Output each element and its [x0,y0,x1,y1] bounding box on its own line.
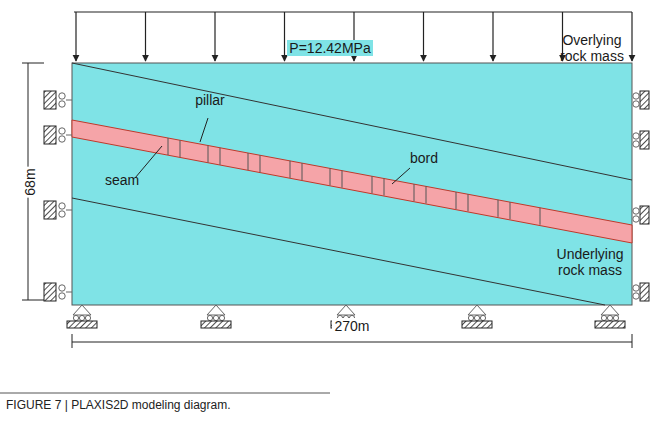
load-arrow [284,12,285,61]
pin-support [468,305,486,315]
pillar-edge [372,176,373,193]
dimension-lines [22,63,632,348]
load-line [74,11,632,12]
pillar-edge [330,168,331,185]
roller [633,208,639,214]
roller [633,216,639,222]
roller [633,101,639,107]
load-arrows [74,12,632,61]
pillar-edge [468,194,469,211]
pillar-edge [384,179,385,196]
roller [59,285,65,291]
roller [59,93,65,99]
pillar-edge [510,202,511,219]
pillar-edge [248,153,249,170]
pillar-edge [302,163,303,180]
fixed-support [44,91,56,109]
pillar-edge [180,140,181,157]
part-label: seam [105,172,139,188]
roller [633,133,639,139]
load-arrow [423,12,424,61]
pillar-lines [168,138,540,225]
region-label: Underlying rock mass [548,246,632,278]
roller [59,136,65,142]
fixed-support [67,321,97,328]
fixed-support [640,91,649,109]
pillar-edge [426,186,427,203]
pillar-edge [208,146,209,163]
roller [633,93,639,99]
figure-caption: FIGURE 7 | PLAXIS2D modeling diagram. [6,398,231,412]
roller [59,293,65,299]
coal-seam [72,120,632,243]
pillar-edge [498,200,499,217]
load-arrow [492,12,493,61]
pillar-edge [290,161,291,178]
fixed-support [595,321,625,328]
load-arrow [214,12,215,61]
fixed-support [462,321,492,328]
roller [59,128,65,134]
boundary-supports [44,91,649,328]
fixed-support [44,201,56,219]
pillar-edge [456,192,457,209]
roller [633,293,639,299]
fixed-support [640,206,649,224]
model-domain [72,63,632,305]
load-arrow [145,12,146,61]
load-label: P=12.42MPa [287,40,372,56]
dimension-label: 68m [22,166,38,197]
fixed-support [640,131,649,149]
pin-support [207,305,225,315]
roller [59,203,65,209]
pillar-edge [220,148,221,165]
roller [633,141,639,147]
pin-support [73,305,91,315]
rock-boundary [72,63,632,180]
dimension-label: 270m [332,318,371,334]
roller [59,211,65,217]
roller [59,101,65,107]
caption-rule [0,393,330,394]
region-label: Overlying rock mass [553,32,631,64]
pillar-edge [414,184,415,201]
fixed-support [44,126,56,144]
load-arrow [75,12,76,61]
pin-support [601,305,619,315]
load-arrow [631,12,632,61]
part-label: bord [410,150,438,166]
pillar-edge [260,155,261,172]
pillar-edge [540,208,541,225]
fixed-support [44,283,56,301]
roller [633,285,639,291]
part-label: pillar [195,92,225,108]
pillar-edge [168,138,169,155]
leader-lines [135,118,410,184]
pin-support [337,305,355,315]
pillar-edge [342,171,343,188]
fixed-support [201,321,231,328]
fixed-support [640,283,649,301]
